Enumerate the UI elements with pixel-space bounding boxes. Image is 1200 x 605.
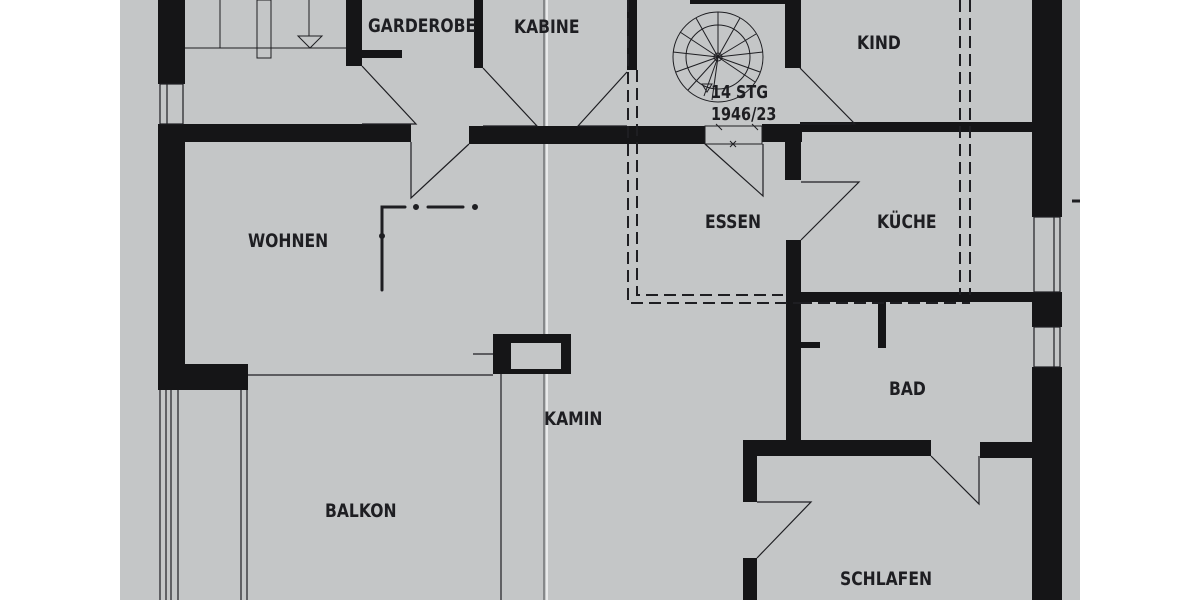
room-label-balkon: BALKON — [325, 500, 397, 522]
entry-stairs — [185, 0, 346, 59]
room-label-essen: ESSEN — [705, 211, 762, 233]
dash-dot-line — [379, 204, 478, 292]
stair-steps-label: 14 STG — [711, 82, 769, 103]
door-swings — [361, 65, 980, 559]
room-label-kabine: KABINE — [514, 16, 580, 38]
room-label-schlafen: SCHLAFEN — [840, 568, 933, 590]
stair-opening — [704, 123, 763, 148]
room-label-kind: KIND — [857, 32, 901, 54]
windows — [159, 83, 1061, 368]
walls — [158, 0, 1062, 600]
stair-dimension-label: 1946/23 — [711, 104, 777, 125]
spiral-staircase-icon — [672, 11, 764, 103]
room-label-wohnen: WOHNEN — [248, 230, 329, 252]
room-label-bad: BAD — [889, 378, 926, 400]
kamin-opening — [511, 343, 561, 369]
room-label-garderobe: GARDEROBE — [368, 15, 477, 37]
balkon-railing — [159, 353, 502, 600]
dashed-outline — [627, 0, 971, 304]
room-label-kueche: KÜCHE — [877, 211, 937, 233]
room-label-kamin: KAMIN — [544, 408, 603, 430]
